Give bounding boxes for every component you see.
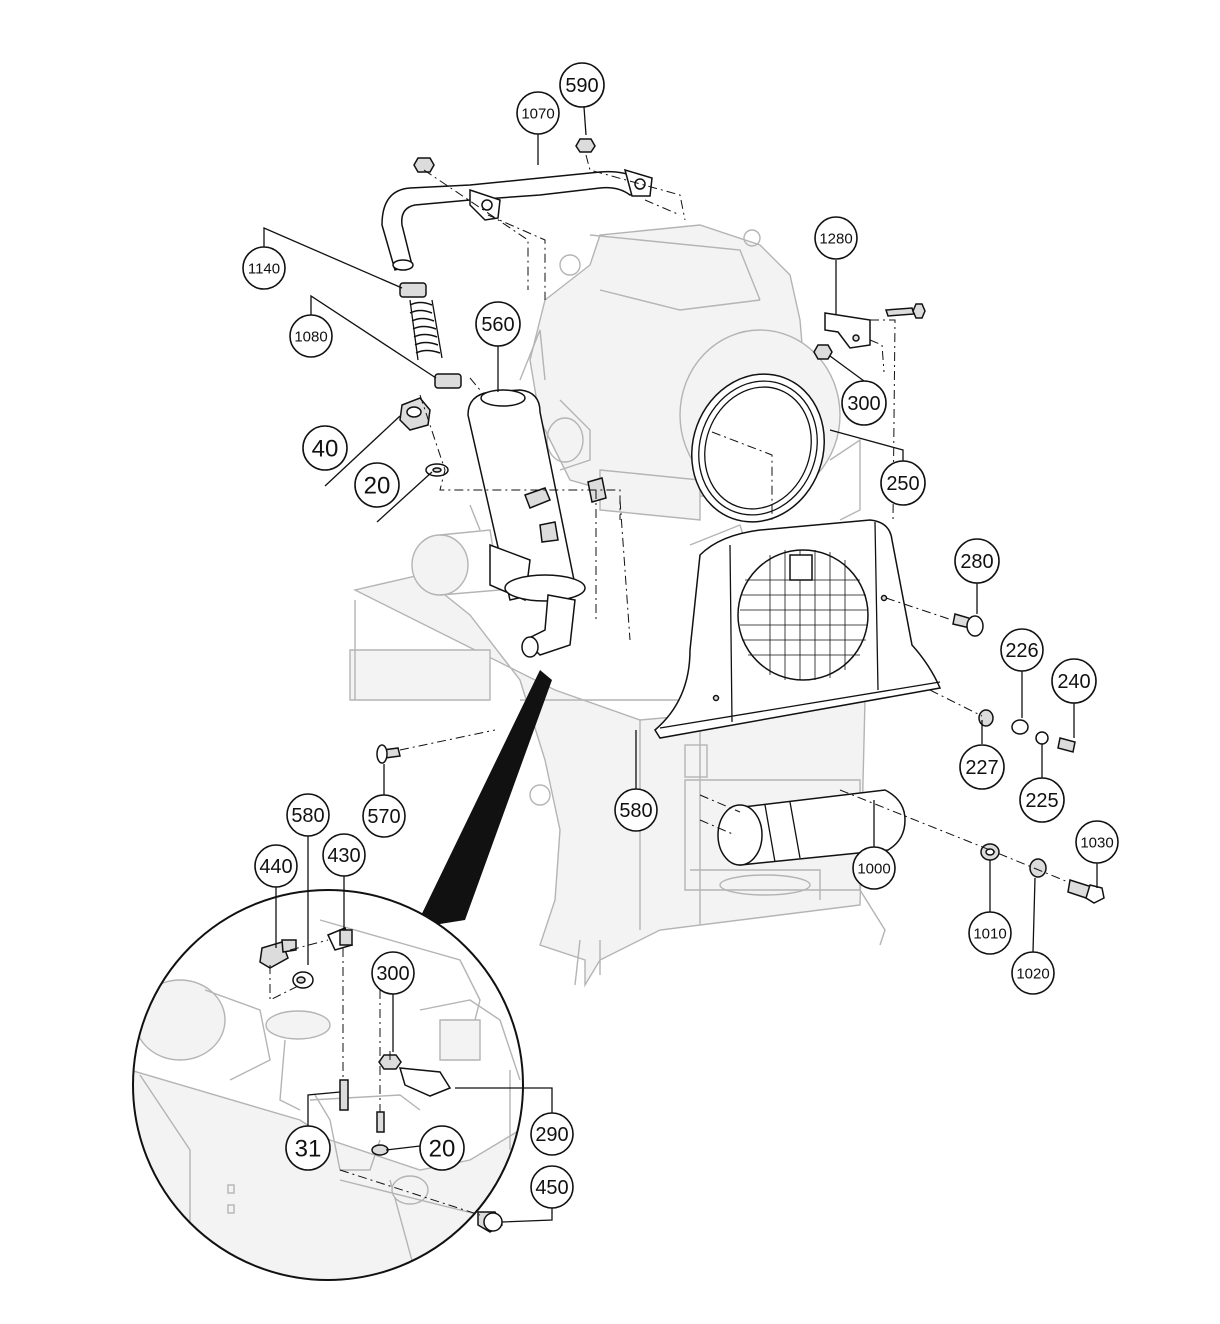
exploded-view-leaders xyxy=(399,154,1069,883)
callout-1080: 1080 xyxy=(289,314,333,358)
callout-label: 20 xyxy=(364,473,391,500)
callout-label: 430 xyxy=(327,845,360,867)
callout-300-detail: 300 xyxy=(371,951,415,995)
callout-label: 1140 xyxy=(248,261,280,278)
callout-280: 280 xyxy=(954,538,1000,584)
callout-580-detail: 580 xyxy=(286,793,330,837)
callout-label: 580 xyxy=(619,800,652,822)
callout-440: 440 xyxy=(254,844,298,888)
callout-label: 300 xyxy=(376,963,409,985)
callout-250: 250 xyxy=(880,460,926,506)
callout-225: 225 xyxy=(1019,777,1065,823)
callout-label: 20 xyxy=(429,1136,456,1163)
muffler xyxy=(467,389,586,658)
callout-560: 560 xyxy=(475,301,521,347)
callout-570: 570 xyxy=(362,794,406,838)
nut-and-washer xyxy=(399,397,449,477)
callout-label: 225 xyxy=(1025,790,1058,812)
callout-20-upper: 20 xyxy=(354,462,400,508)
callout-227: 227 xyxy=(959,744,1005,790)
cylinder-tank-ghost xyxy=(411,504,501,596)
exhaust-pipe xyxy=(381,138,653,271)
callout-20-detail: 20 xyxy=(419,1125,465,1171)
callout-label: 590 xyxy=(565,75,598,97)
callout-label: 1020 xyxy=(1016,966,1049,983)
callout-label: 560 xyxy=(481,314,514,336)
callout-label: 240 xyxy=(1057,671,1090,693)
callout-label: 1010 xyxy=(973,926,1006,943)
callout-label: 580 xyxy=(291,805,324,827)
fan-shroud xyxy=(654,519,942,739)
callout-label: 1000 xyxy=(857,861,890,878)
detail-inset xyxy=(132,889,524,1281)
bracket xyxy=(813,303,926,360)
callout-226: 226 xyxy=(1000,628,1044,672)
callout-label: 226 xyxy=(1005,640,1038,662)
callout-590: 590 xyxy=(559,62,605,108)
callout-label: 227 xyxy=(965,757,998,779)
callout-240: 240 xyxy=(1051,658,1097,704)
callout-label: 40 xyxy=(312,436,339,463)
callout-label: 1080 xyxy=(294,329,327,346)
callout-label: 31 xyxy=(295,1136,322,1163)
blower-ring xyxy=(679,329,841,523)
callout-430: 430 xyxy=(322,833,366,877)
detail-zoom-wedge xyxy=(415,670,552,928)
callout-290: 290 xyxy=(530,1112,574,1156)
callout-label: 280 xyxy=(960,551,993,573)
callout-1140: 1140 xyxy=(242,246,286,290)
fastener-hardware-right xyxy=(376,613,1076,764)
callout-450: 450 xyxy=(530,1165,574,1209)
callout-label: 1280 xyxy=(819,231,852,248)
machine-frame-ghost xyxy=(349,574,886,988)
callout-label: 440 xyxy=(259,856,292,878)
callout-580-main: 580 xyxy=(614,788,658,832)
spring-clamp-assembly xyxy=(399,282,462,389)
callout-label: 300 xyxy=(847,393,880,415)
filter-canister xyxy=(717,789,1105,904)
callout-31: 31 xyxy=(285,1125,331,1171)
callout-1000: 1000 xyxy=(852,846,896,890)
callout-1020: 1020 xyxy=(1011,951,1055,995)
callout-40: 40 xyxy=(302,425,348,471)
callout-300-upper: 300 xyxy=(841,380,887,426)
callout-1070: 1070 xyxy=(516,91,560,135)
callout-label: 450 xyxy=(535,1177,568,1199)
callout-1030: 1030 xyxy=(1075,820,1119,864)
callout-label: 570 xyxy=(367,806,400,828)
callout-label: 1030 xyxy=(1080,835,1113,852)
callout-1280: 1280 xyxy=(814,216,858,260)
callout-label: 290 xyxy=(535,1124,568,1146)
callout-1010: 1010 xyxy=(968,911,1012,955)
callout-label: 1070 xyxy=(521,106,554,123)
callout-label: 250 xyxy=(886,473,919,495)
